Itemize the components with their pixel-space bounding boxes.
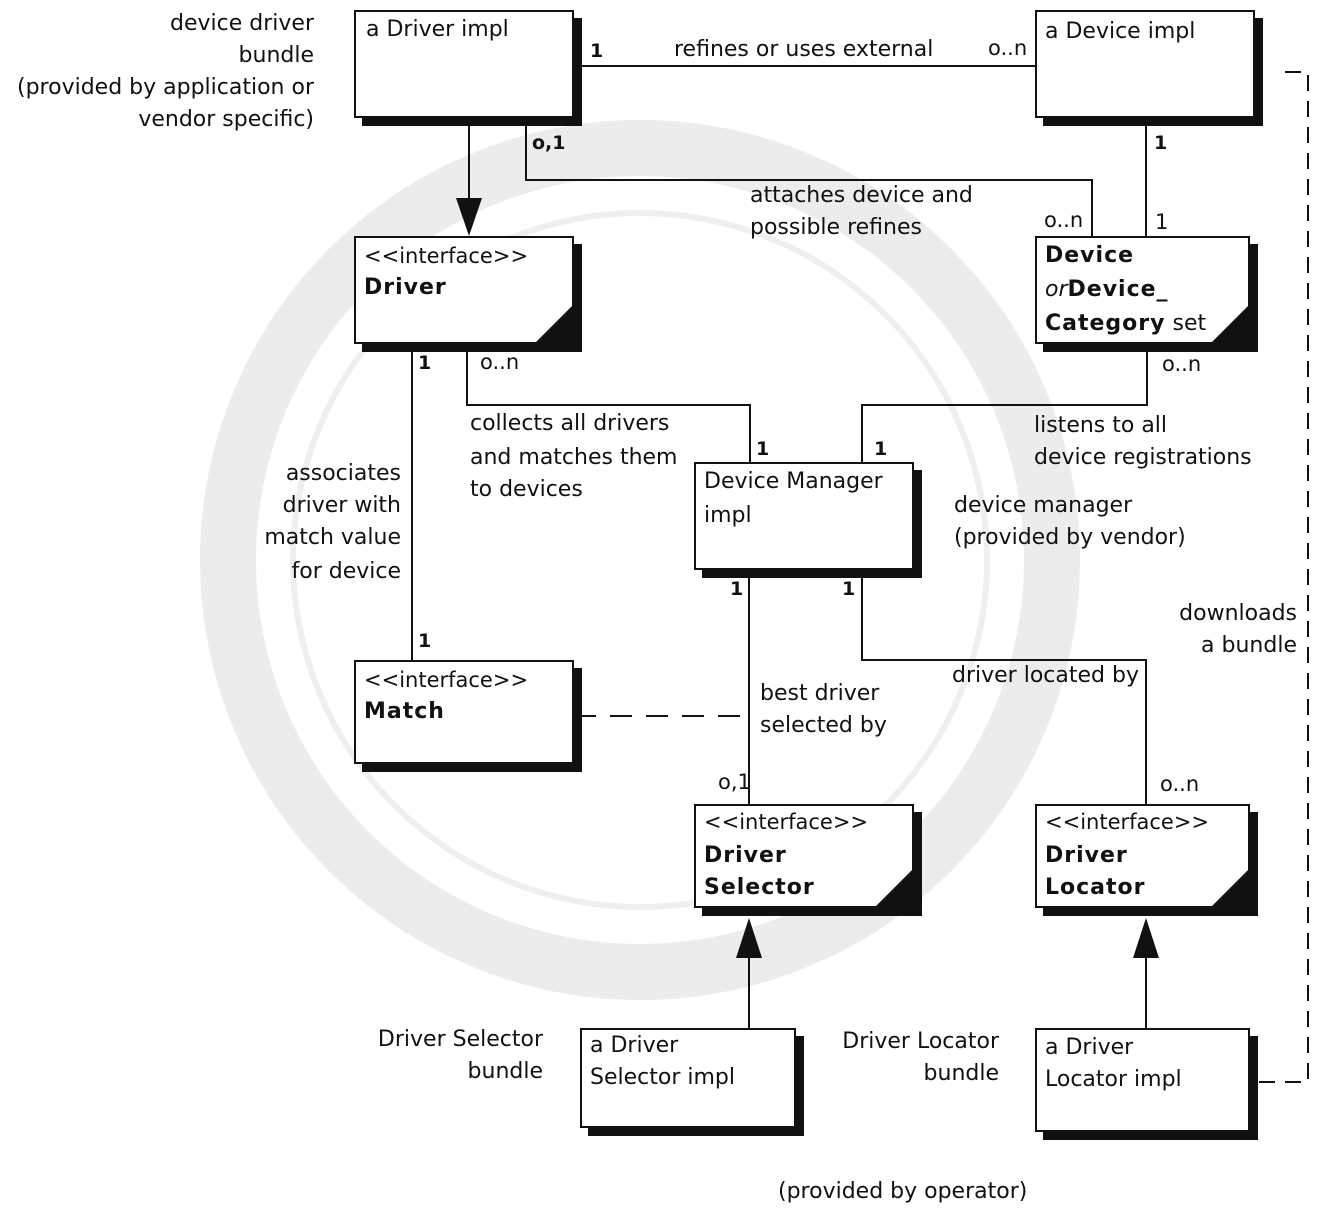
note-device-driver-bundle-4: vendor specific): [138, 107, 314, 132]
driver-locator-impl-line2: Locator impl: [1045, 1067, 1182, 1092]
driver-selector-impl-line1: a Driver: [590, 1033, 679, 1058]
driver-impl-label: a Driver impl: [366, 17, 509, 42]
device-manager-box: Device Manager impl: [694, 462, 914, 570]
mult-manager-listens: 1: [874, 438, 888, 460]
device-set-line1: Device: [1045, 243, 1135, 268]
mult-driver-impl-refines: 1: [590, 40, 604, 62]
assoc-listens-line: [861, 345, 1148, 462]
assoc-attaches-line: [525, 118, 1093, 238]
device-manager-line2: impl: [704, 503, 752, 528]
driver-selector-impl-line2: Selector impl: [590, 1065, 735, 1090]
note-driver-selector-bundle-2: bundle: [467, 1059, 543, 1084]
note-downloads-2: a bundle: [1201, 633, 1297, 658]
label-located-by: driver located by: [952, 663, 1139, 688]
note-device-driver-bundle-3: (provided by application or: [17, 75, 314, 100]
arrowhead-locator: [1133, 918, 1159, 958]
driver-locator-name-line1: Driver: [1045, 843, 1128, 868]
watermark-inner-ring: [290, 210, 990, 910]
label-listens-2: device registrations: [1034, 445, 1252, 470]
mult-driver-impl-attaches: o,1: [532, 132, 566, 154]
mult-match-driver: 1: [418, 630, 432, 652]
label-associates-4: for device: [291, 559, 401, 584]
mult-manager-collects: 1: [756, 438, 770, 460]
driver-selector-interface-box: <<interface>> Driver Selector: [694, 804, 914, 908]
device-set-box: Device orDevice_ Category set: [1035, 236, 1250, 344]
match-interface-name: Match: [364, 699, 445, 724]
note-device-manager-1: device manager: [954, 493, 1133, 518]
label-associates-2: driver with: [282, 493, 401, 518]
box-corner-mark: [1212, 870, 1248, 906]
box-corner-mark: [1212, 306, 1248, 342]
assoc-collects-line: [466, 345, 751, 462]
device-set-suffix: set: [1165, 311, 1207, 336]
note-device-manager-2: (provided by vendor): [954, 525, 1186, 550]
label-associates-3: match value: [264, 525, 401, 550]
label-collects-1: collects all drivers: [470, 411, 670, 436]
device-set-or: or: [1045, 277, 1068, 302]
device-set-category-prefix: Device_: [1067, 277, 1169, 302]
driver-impl-box: a Driver impl: [354, 10, 574, 118]
arrowhead-selector: [736, 918, 762, 958]
label-attaches-2: possible refines: [750, 215, 922, 240]
driver-selector-stereotype: <<interface>>: [704, 810, 869, 834]
note-device-driver-bundle-2: bundle: [238, 43, 314, 68]
label-best-driver-2: selected by: [760, 713, 887, 738]
match-interface-box: <<interface>> Match: [354, 660, 574, 764]
label-collects-3: to devices: [470, 477, 583, 502]
mult-driver-match: 1: [418, 352, 432, 374]
note-driver-selector-bundle-1: Driver Selector: [377, 1027, 543, 1052]
mult-manager-locator: 1: [842, 578, 856, 600]
label-best-driver-1: best driver: [760, 681, 880, 706]
note-provided-by-operator: (provided by operator): [778, 1179, 1028, 1204]
mult-manager-selector: 1: [730, 578, 744, 600]
mult-selector: o,1: [718, 770, 751, 794]
label-refines: refines or uses external: [674, 37, 934, 62]
mult-set-attaches: o..n: [1044, 208, 1084, 232]
mult-set-listens: o..n: [1162, 352, 1202, 376]
driver-locator-impl-line1: a Driver: [1045, 1035, 1134, 1060]
note-driver-locator-bundle-2: bundle: [923, 1061, 999, 1086]
label-associates-1: associates: [285, 461, 401, 486]
driver-locator-impl-box: a Driver Locator impl: [1035, 1028, 1250, 1132]
arrowhead-driver: [456, 198, 482, 236]
device-set-line3: Category set: [1045, 308, 1206, 340]
note-driver-locator-bundle-1: Driver Locator: [842, 1029, 999, 1054]
label-collects-2: and matches them: [470, 445, 678, 470]
driver-selector-name-line2: Selector: [704, 875, 815, 900]
mult-set-device: 1: [1155, 210, 1169, 234]
mult-locator: o..n: [1160, 772, 1200, 796]
driver-locator-stereotype: <<interface>>: [1045, 810, 1210, 834]
assoc-locator-line: [861, 570, 1147, 804]
mult-device-impl-set: 1: [1154, 132, 1168, 154]
label-attaches-1: attaches device and: [750, 183, 973, 208]
match-stereotype: <<interface>>: [364, 668, 529, 692]
device-set-line2: orDevice_: [1045, 274, 1169, 306]
device-manager-line1: Device Manager: [704, 469, 883, 494]
box-corner-mark: [536, 306, 572, 342]
note-device-driver-bundle-1: device driver: [170, 11, 314, 36]
downloads-dashed-bracket: [1248, 71, 1309, 1083]
driver-selector-name-line1: Driver: [704, 843, 787, 868]
driver-stereotype: <<interface>>: [364, 244, 529, 268]
driver-locator-interface-box: <<interface>> Driver Locator: [1035, 804, 1250, 908]
driver-interface-name: Driver: [364, 275, 447, 300]
device-set-category: Category: [1045, 311, 1166, 336]
driver-selector-impl-box: a Driver Selector impl: [580, 1028, 796, 1128]
device-impl-label: a Device impl: [1045, 19, 1196, 44]
device-impl-box: a Device impl: [1035, 10, 1255, 118]
box-corner-mark: [876, 870, 912, 906]
mult-device-impl-refines: o..n: [988, 36, 1028, 60]
note-downloads-1: downloads: [1179, 601, 1297, 626]
driver-locator-name-line2: Locator: [1045, 875, 1146, 900]
label-listens-1: listens to all: [1034, 413, 1168, 438]
driver-interface-box: <<interface>> Driver: [354, 236, 574, 344]
mult-driver-collects: o..n: [480, 350, 520, 374]
